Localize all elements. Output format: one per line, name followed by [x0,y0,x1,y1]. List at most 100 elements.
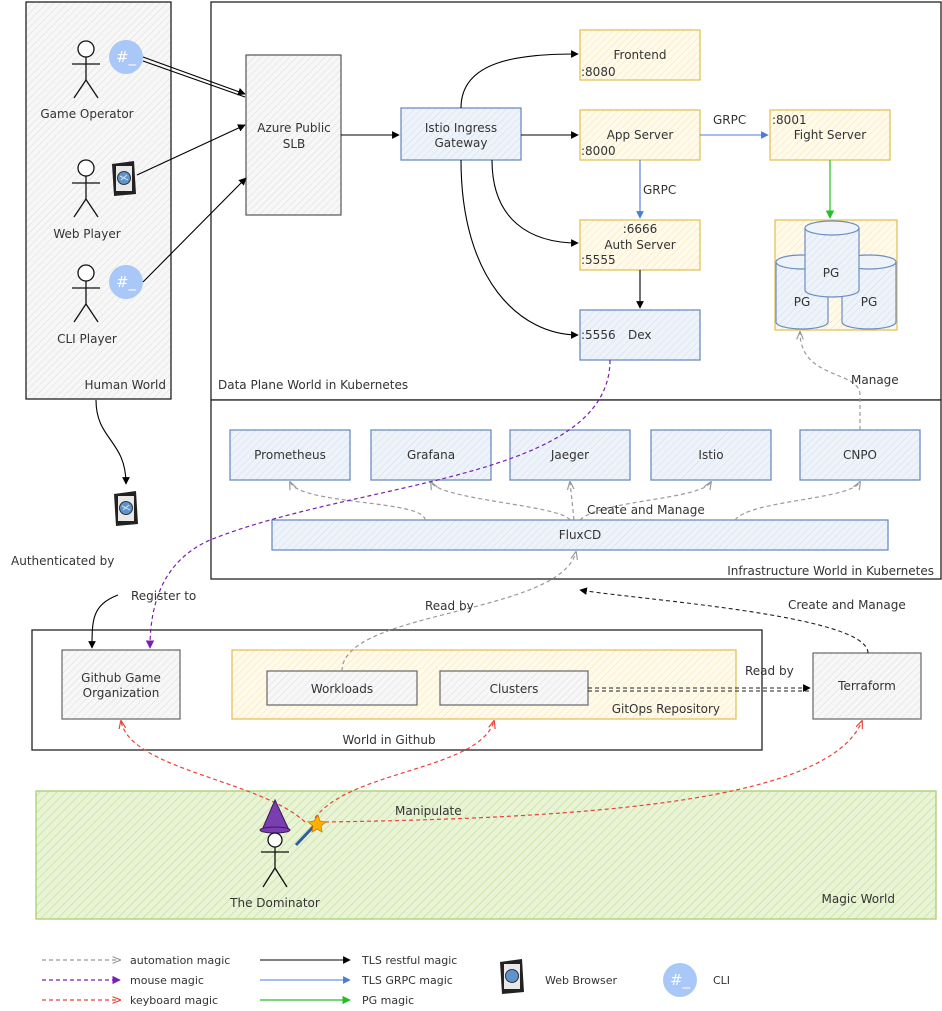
svg-text:TLS restful magic: TLS restful magic [361,954,457,967]
svg-text:#_: #_ [116,273,137,292]
legend-web-browser: Web Browser [545,974,618,987]
legend-cli: CLI [713,974,730,987]
frontend-port: :8080 [581,65,616,79]
web-browser-icon [500,959,524,994]
edge-label-create-manage-terraform: Create and Manage [788,598,906,612]
cnpo-node[interactable]: CNPO [799,429,921,481]
pg-database-icon [804,220,860,298]
automation-edges [290,332,860,672]
edge-label-read-by-terraform: Read by [745,664,794,678]
jaeger-label: Jaeger [550,448,589,462]
human-world: Human World [25,1,172,400]
edge-label-manipulate: Manipulate [395,804,462,818]
legend-tls-grpc: TLS GRPC magic [260,974,453,987]
dex-port: :5556 [581,328,616,342]
github-org-label-line1: Github Game [81,671,161,685]
magic-world: Magic World [35,790,937,920]
grafana-node[interactable]: Grafana [370,429,492,481]
azure-slb-node[interactable]: Azure Public SLB [245,54,342,216]
clusters-node[interactable]: Clusters [439,670,589,706]
istio-gateway-label-line1: Istio Ingress [425,121,497,135]
human-world-label: Human World [85,378,166,392]
cli-player-actor [72,264,100,323]
app-server-port: :8000 [581,144,616,158]
fluxcd-label: FluxCD [559,528,602,542]
game-operator-label: Game Operator [40,107,133,121]
azure-slb-label-line1: Azure Public [257,121,331,135]
web-browser-icon [114,491,138,526]
edge-label-authenticated-by: Authenticated by [11,554,114,568]
pg-label: PG [823,266,840,280]
pg-label: PG [861,295,878,309]
edge-label-register-to: Register to [131,589,196,603]
edge-label-grpc: GRPC [713,113,746,127]
dex-node[interactable]: Dex :5556 [579,309,701,361]
auth-server-node[interactable]: :6666 Auth Server :5555 [579,219,701,271]
cli-icon: #_ [109,265,143,299]
jaeger-node[interactable]: Jaeger [509,429,631,481]
svg-text:mouse magic: mouse magic [130,974,204,987]
grafana-label: Grafana [407,448,455,462]
svg-text:#_: #_ [670,971,691,990]
mouse-magic-edges [145,359,611,649]
github-world-label: World in Github [342,733,435,747]
infrastructure-world-label: Infrastructure World in Kubernetes [727,564,934,578]
legend-pg: PG magic [260,994,414,1007]
fight-server-port: :8001 [772,113,807,127]
edge-label-grpc: GRPC [643,183,676,197]
workloads-node[interactable]: Workloads [266,670,418,706]
dominator-actor [259,798,291,888]
cli-player-label: CLI Player [57,332,117,346]
web-player-actor [72,159,100,218]
app-server-label: App Server [607,128,674,142]
magic-world-label: Magic World [822,892,895,906]
svg-text:keyboard magic: keyboard magic [130,994,218,1007]
keyboard-magic-edges [121,721,862,823]
app-server-node[interactable]: App Server :8000 [579,109,701,161]
svg-text:PG magic: PG magic [362,994,414,1007]
fight-server-label: Fight Server [794,128,867,142]
pg-label: PG [794,295,811,309]
dex-label: Dex [628,328,652,342]
web-browser-icon [112,161,136,196]
svg-text:automation magic: automation magic [130,954,230,967]
svg-text:TLS GRPC magic: TLS GRPC magic [361,974,453,987]
legend-mouse: mouse magic [42,974,204,987]
legend-keyboard: keyboard magic [42,994,218,1007]
istio-gateway-label-line2: Gateway [434,136,487,150]
game-operator-actor [72,40,100,99]
legend-automation: automation magic [42,954,230,967]
terraform-node[interactable]: Terraform [812,652,922,720]
data-plane-world-label: Data Plane World in Kubernetes [218,378,408,392]
auth-server-port-bottom: :5555 [581,253,616,267]
web-player-label: Web Player [53,227,120,241]
github-org-node[interactable]: Github Game Organization [61,649,181,720]
terraform-label: Terraform [837,679,896,693]
pg-cluster[interactable]: PG PG PG [774,219,898,331]
prometheus-label: Prometheus [254,448,326,462]
istio-ingress-gateway-node[interactable]: Istio Ingress Gateway [400,107,522,161]
legend-tls-restful: TLS restful magic [260,954,457,967]
svg-text:#_: #_ [116,48,137,67]
fluxcd-node[interactable]: FluxCD [271,519,889,551]
tls-restful-edges [88,50,644,649]
terraform-edges [579,587,869,692]
edge-label-read-by: Read by [425,599,474,613]
clusters-label: Clusters [490,682,539,696]
github-org-label-line2: Organization [83,686,160,700]
magic-wand-icon [294,814,327,847]
prometheus-node[interactable]: Prometheus [229,429,351,481]
workloads-label: Workloads [311,682,373,696]
frontend-node[interactable]: Frontend :8080 [579,29,701,81]
fight-server-node[interactable]: Fight Server :8001 [769,109,891,161]
cli-icon: #_ [663,963,697,997]
dominator-label: The Dominator [229,896,320,910]
azure-slb-label-line2: SLB [283,137,306,151]
legend: automation magic mouse magic keyboard ma… [42,954,730,1007]
frontend-label: Frontend [614,48,667,62]
istio-node[interactable]: Istio [650,429,772,481]
auth-server-port-top: :6666 [623,222,658,236]
istio-label: Istio [698,448,723,462]
edge-label-manage: Manage [851,373,899,387]
